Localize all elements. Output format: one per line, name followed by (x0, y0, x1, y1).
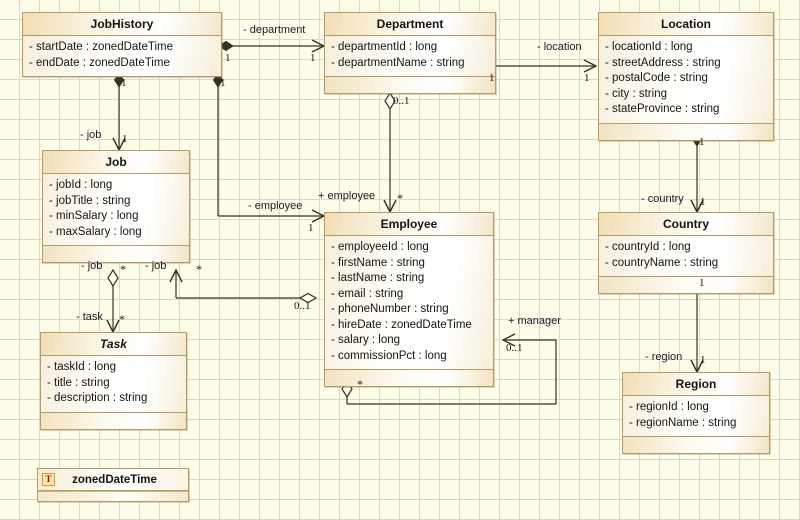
attribute: - countryId : long (605, 241, 691, 253)
attribute: - departmentName : string (331, 56, 465, 69)
multiplicity-job-task-source: * (120, 262, 126, 276)
attribute: - title : string (47, 376, 110, 389)
class-jobhistory[interactable]: JobHistory - startDate : zonedDateTime -… (22, 12, 222, 77)
attribute: - endDate : zonedDateTime (29, 56, 170, 69)
attribute: - hireDate : zonedDateTime (331, 318, 472, 331)
multiplicity-department-location-source: 1 (489, 72, 495, 84)
class-department[interactable]: Department - departmentId : long - depar… (324, 12, 496, 94)
edge-label-job-left: - job (81, 260, 103, 272)
class-name-employee: Employee (325, 213, 493, 236)
attribute: - locationId : long (605, 41, 693, 53)
multiplicity-jobhistory-employee-target: 1 (308, 222, 314, 234)
attribute: - regionName : string (629, 416, 737, 429)
attribute: - maxSalary : long (49, 225, 142, 238)
class-operations-country (599, 276, 773, 293)
edge-label-plus-employee: + employee (318, 190, 376, 202)
class-task[interactable]: Task - taskId : long - title : string - … (40, 332, 187, 430)
multiplicity-job-task-target: * (119, 312, 125, 326)
attribute: - lastName : string (331, 272, 425, 284)
multiplicity-manager-source: * (357, 377, 363, 391)
datatype-header: T zonedDateTime (38, 469, 188, 491)
multiplicity-jobhistory-job-target: 1 (122, 133, 128, 145)
attribute: - city : string (605, 87, 667, 100)
type-icon: T (42, 473, 55, 486)
edge-label-manager: + manager (508, 315, 561, 327)
class-operations-employee (325, 369, 493, 386)
class-name-region: Region (623, 373, 769, 396)
multiplicity-jobhistory-department-source: 1 (225, 52, 231, 64)
attribute: - phoneNumber : string (331, 303, 449, 315)
class-operations-job (43, 245, 189, 262)
class-name-task: Task (41, 333, 186, 356)
attribute: - startDate : zonedDateTime (29, 41, 174, 53)
class-employee[interactable]: Employee - employeeId : long - firstName… (324, 212, 494, 387)
multiplicity-manager-target: 0..1 (506, 342, 523, 354)
class-operations-department (325, 76, 495, 93)
attribute: - regionId : long (629, 401, 709, 413)
class-operations-task (41, 411, 186, 429)
class-attributes-task: - taskId : long - title : string - descr… (41, 356, 186, 412)
multiplicity-location-country-source: 1 (699, 136, 705, 148)
edge-label-task: - task (76, 311, 103, 323)
attribute: - postalCode : string (605, 72, 708, 84)
class-attributes-region: - regionId : long - regionName : string (623, 396, 769, 436)
attribute: - description : string (47, 392, 148, 404)
multiplicity-country-region-target: 1 (700, 354, 706, 366)
class-attributes-jobhistory: - startDate : zonedDateTime - endDate : … (23, 36, 221, 76)
attribute: - stateProvince : string (605, 103, 720, 115)
multiplicity-jobhistory-employee-source: 1 (220, 77, 226, 89)
edge-label-department: - department (243, 24, 306, 36)
class-location[interactable]: Location - locationId : long - streetAdd… (598, 12, 774, 141)
datatype-body (38, 491, 188, 501)
attribute: - departmentId : long (331, 41, 438, 53)
class-attributes-employee: - employeeId : long - firstName : string… (325, 236, 493, 369)
class-name-job: Job (43, 151, 189, 174)
attribute: - employeeId : long (331, 241, 429, 253)
class-job[interactable]: Job - jobId : long - jobTitle : string -… (42, 150, 190, 263)
multiplicity-jobhistory-department-target: 1 (310, 52, 316, 64)
class-name-department: Department (325, 13, 495, 36)
edge-label-location: - location (537, 41, 582, 53)
edge-label-job-top: - job (80, 129, 102, 141)
edge-label-employee: - employee (248, 200, 303, 212)
class-region[interactable]: Region - regionId : long - regionName : … (622, 372, 770, 454)
class-attributes-job: - jobId : long - jobTitle : string - min… (43, 174, 189, 245)
attribute: - taskId : long (47, 361, 117, 373)
edge-label-region: - region (645, 351, 683, 363)
multiplicity-department-employee-source: 0..1 (393, 95, 410, 107)
class-attributes-department: - departmentId : long - departmentName :… (325, 36, 495, 76)
edge-label-job-right: - job (145, 260, 167, 272)
multiplicity-country-region-source: 1 (699, 277, 705, 289)
multiplicity-jobhistory-job-source: 1 (121, 77, 127, 89)
multiplicity-location-country-target: 1 (700, 196, 706, 208)
attribute: - streetAddress : string (605, 56, 721, 69)
multiplicity-department-location-target: 1 (584, 72, 590, 84)
attribute: - jobId : long (49, 179, 113, 191)
attribute: - email : string (331, 287, 404, 300)
datatype-name: zonedDateTime (72, 473, 157, 486)
class-name-country: Country (599, 213, 773, 236)
attribute: - minSalary : long (49, 210, 139, 222)
datatype-zoneddatetime[interactable]: T zonedDateTime (37, 468, 189, 502)
attribute: - countryName : string (605, 256, 719, 269)
multiplicity-department-employee-target: * (397, 191, 403, 205)
class-name-location: Location (599, 13, 773, 36)
class-operations-region (623, 436, 769, 453)
class-attributes-country: - countryId : long - countryName : strin… (599, 236, 773, 276)
multiplicity-employee-job-source: * (196, 262, 202, 276)
attribute: - salary : long (331, 334, 401, 346)
attribute: - jobTitle : string (49, 194, 131, 207)
attribute: - commissionPct : long (331, 349, 447, 362)
class-operations-location (599, 122, 773, 140)
class-country[interactable]: Country - countryId : long - countryName… (598, 212, 774, 294)
class-name-jobhistory: JobHistory (23, 13, 221, 36)
edge-label-country: - country (641, 193, 684, 205)
attribute: - firstName : string (331, 256, 425, 269)
aggregation-diamond (107, 268, 119, 288)
class-attributes-location: - locationId : long - streetAddress : st… (599, 36, 773, 123)
multiplicity-employee-job-target: 0..1 (294, 300, 311, 312)
